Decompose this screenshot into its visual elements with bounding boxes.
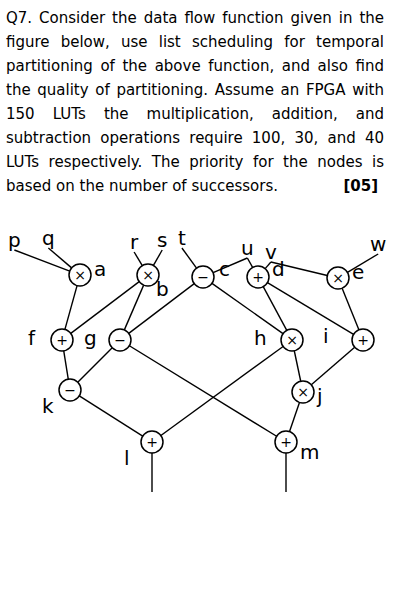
data-flow-line <box>342 288 359 330</box>
data-flow-line <box>263 287 287 331</box>
operation-node: +d <box>246 265 270 289</box>
data-flow-line <box>64 351 69 379</box>
operation-node: −c <box>191 265 215 289</box>
input-variable: u <box>241 236 254 260</box>
operation-node: ×b <box>136 263 160 287</box>
node-name: h <box>254 326 267 350</box>
operator-symbol: × <box>291 380 315 404</box>
input-line <box>153 250 162 265</box>
data-flow-line <box>124 285 143 330</box>
operator-symbol: + <box>246 265 270 289</box>
operator-symbol: − <box>58 378 82 402</box>
operator-symbol: + <box>351 328 375 352</box>
input-variable: p <box>8 228 21 252</box>
node-name: k <box>42 394 54 418</box>
operator-symbol: + <box>140 430 164 454</box>
data-flow-line <box>290 402 300 431</box>
operation-node: ×e <box>326 266 350 290</box>
data-flow-line <box>79 396 142 436</box>
data-flow-line <box>311 347 354 385</box>
node-name: b <box>156 277 169 301</box>
data-flow-line <box>212 283 283 333</box>
node-name: c <box>219 257 230 281</box>
input-variable: r <box>130 230 138 254</box>
input-variable: v <box>265 240 277 264</box>
question-text: Q7. Consider the data flow function give… <box>6 6 384 198</box>
input-variable: s <box>157 228 167 252</box>
node-name: i <box>323 324 329 348</box>
operation-node: +l <box>140 430 164 454</box>
operation-node: ×a <box>68 263 92 287</box>
operator-symbol: − <box>108 328 132 352</box>
input-line <box>48 248 71 268</box>
operation-node: ×h <box>280 328 304 352</box>
output-line <box>151 453 152 492</box>
node-name: f <box>28 326 35 350</box>
operator-symbol: × <box>280 328 304 352</box>
operation-node: +i <box>351 328 375 352</box>
data-flow-line <box>267 283 353 335</box>
operation-node: −k <box>58 378 82 402</box>
node-name: a <box>94 257 106 281</box>
data-flow-line <box>294 351 300 381</box>
input-line <box>182 248 197 268</box>
data-flow-line <box>71 282 139 334</box>
input-variable: t <box>178 226 186 250</box>
operation-node: −g <box>108 328 132 352</box>
output-line <box>285 453 286 492</box>
operator-symbol: × <box>326 266 350 290</box>
operator-symbol: + <box>274 430 298 454</box>
node-name: e <box>352 260 364 284</box>
node-name: l <box>124 446 130 470</box>
node-name: g <box>84 326 97 350</box>
marks: [05] <box>343 174 378 198</box>
node-name: j <box>317 384 323 408</box>
operation-node: +m <box>274 430 298 454</box>
data-flow-line <box>78 348 112 382</box>
input-variable: q <box>42 226 55 250</box>
operator-symbol: + <box>50 328 74 352</box>
operator-symbol: − <box>191 265 215 289</box>
data-flow-line <box>65 286 77 330</box>
data-flow-line <box>129 346 276 436</box>
node-name: m <box>300 440 319 464</box>
operation-node: +f <box>50 328 74 352</box>
input-variable: w <box>370 232 386 256</box>
operation-node: ×j <box>291 380 315 404</box>
data-flow-line <box>161 346 283 435</box>
operator-symbol: × <box>68 263 92 287</box>
input-line <box>134 252 142 266</box>
input-line <box>213 258 247 273</box>
input-line <box>14 250 69 271</box>
